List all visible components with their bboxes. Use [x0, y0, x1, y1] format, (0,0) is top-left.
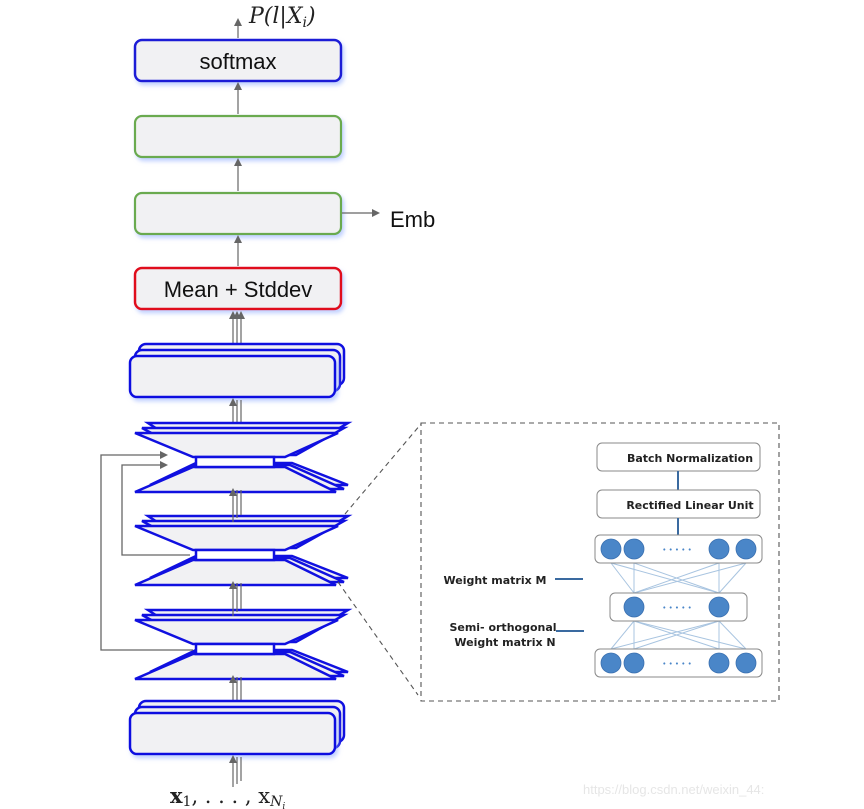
embedding-label: Emb — [390, 207, 435, 232]
svg-text:P(l|Xi): P(l|Xi) — [248, 4, 316, 31]
input-x1: x — [170, 783, 183, 808]
skip-connections — [100, 451, 193, 651]
tdnnf-bottleneck — [194, 548, 276, 562]
weight-matrix-m-label: Weight matrix M — [444, 574, 547, 587]
pooling-label: Mean + Stddev — [164, 277, 313, 302]
weight-matrix-n-label-line2: Weight matrix N — [454, 636, 555, 649]
stats-pooling-layer: Mean + Stddev — [133, 266, 343, 311]
output-probability-label: P(l|Xi) — [234, 4, 316, 38]
tdnnf-upper-front — [134, 431, 339, 459]
watermark: https://blog.csdn.net/weixin_44: — [583, 782, 764, 797]
input-sequence-label: x1, . . . , xNi — [170, 783, 285, 809]
input-mid: , . . . , x — [191, 784, 270, 808]
neuron — [735, 538, 757, 560]
neuron — [735, 652, 757, 674]
input-subN: N — [269, 794, 283, 809]
relu-label: Rectified Linear Unit — [626, 499, 753, 512]
weight-matrix-n-label-line1: Semi- orthogonal — [449, 621, 556, 634]
weight-connection — [610, 620, 720, 650]
tdnnf-upper-front — [134, 524, 339, 552]
tdnnf-detail-panel: Batch Normalization Rectified Linear Uni… — [420, 422, 780, 702]
neuron — [708, 538, 730, 560]
frame-layer-bottom — [128, 699, 346, 756]
arrows-tdnnf2-to-tdnnf3 — [229, 488, 242, 522]
tdnnf-block-3 — [134, 421, 353, 494]
neuron-ellipsis: • • • • • — [662, 660, 692, 668]
input-subNi: i — [282, 802, 285, 809]
dense-layer-2 — [133, 114, 343, 159]
weight-connection — [633, 620, 720, 650]
embedding-layer — [133, 191, 343, 236]
neurons: • • • • • • • • • • • • • • • — [600, 538, 757, 674]
neuron — [708, 596, 730, 618]
input-arrows — [229, 755, 242, 787]
output-label-sub: i — [303, 15, 307, 31]
weight-connection — [610, 620, 635, 650]
weight-connection — [610, 562, 635, 594]
weight-connection — [633, 562, 720, 594]
neuron-connections — [610, 562, 747, 650]
weight-connection — [718, 620, 747, 650]
tdnnf-layers — [134, 421, 353, 681]
skip-connection-inner — [121, 461, 190, 556]
skip-connection-outer — [100, 451, 193, 651]
input-sub1: 1 — [183, 794, 192, 809]
tdnnf-bottleneck — [194, 642, 276, 656]
tdnnf-bottleneck — [194, 455, 276, 469]
batch-norm-label: Batch Normalization — [627, 452, 753, 465]
softmax-label: softmax — [199, 49, 276, 74]
tdnnf-block-1 — [134, 608, 353, 681]
neuron-ellipsis: • • • • • — [662, 604, 692, 612]
arrows-tdnnf1-to-tdnnf2 — [229, 581, 242, 616]
weight-connection — [633, 562, 747, 594]
output-label-close: ) — [306, 4, 316, 29]
neuron — [600, 652, 622, 674]
neuron — [623, 652, 645, 674]
frame-layer-top — [128, 342, 346, 399]
neuron — [623, 538, 645, 560]
zoom-callout-lines — [337, 423, 422, 696]
weight-connection — [718, 562, 747, 594]
softmax-layer: softmax — [133, 38, 343, 83]
neuron — [600, 538, 622, 560]
tdnnf-block-2 — [134, 514, 353, 587]
weight-connection — [610, 562, 720, 594]
output-label-main: P(l|X — [248, 4, 304, 29]
neuron — [708, 652, 730, 674]
weight-connection — [633, 620, 747, 650]
tdnnf-upper-front — [134, 618, 339, 646]
neuron — [623, 596, 645, 618]
neuron-ellipsis: • • • • • — [662, 546, 692, 554]
